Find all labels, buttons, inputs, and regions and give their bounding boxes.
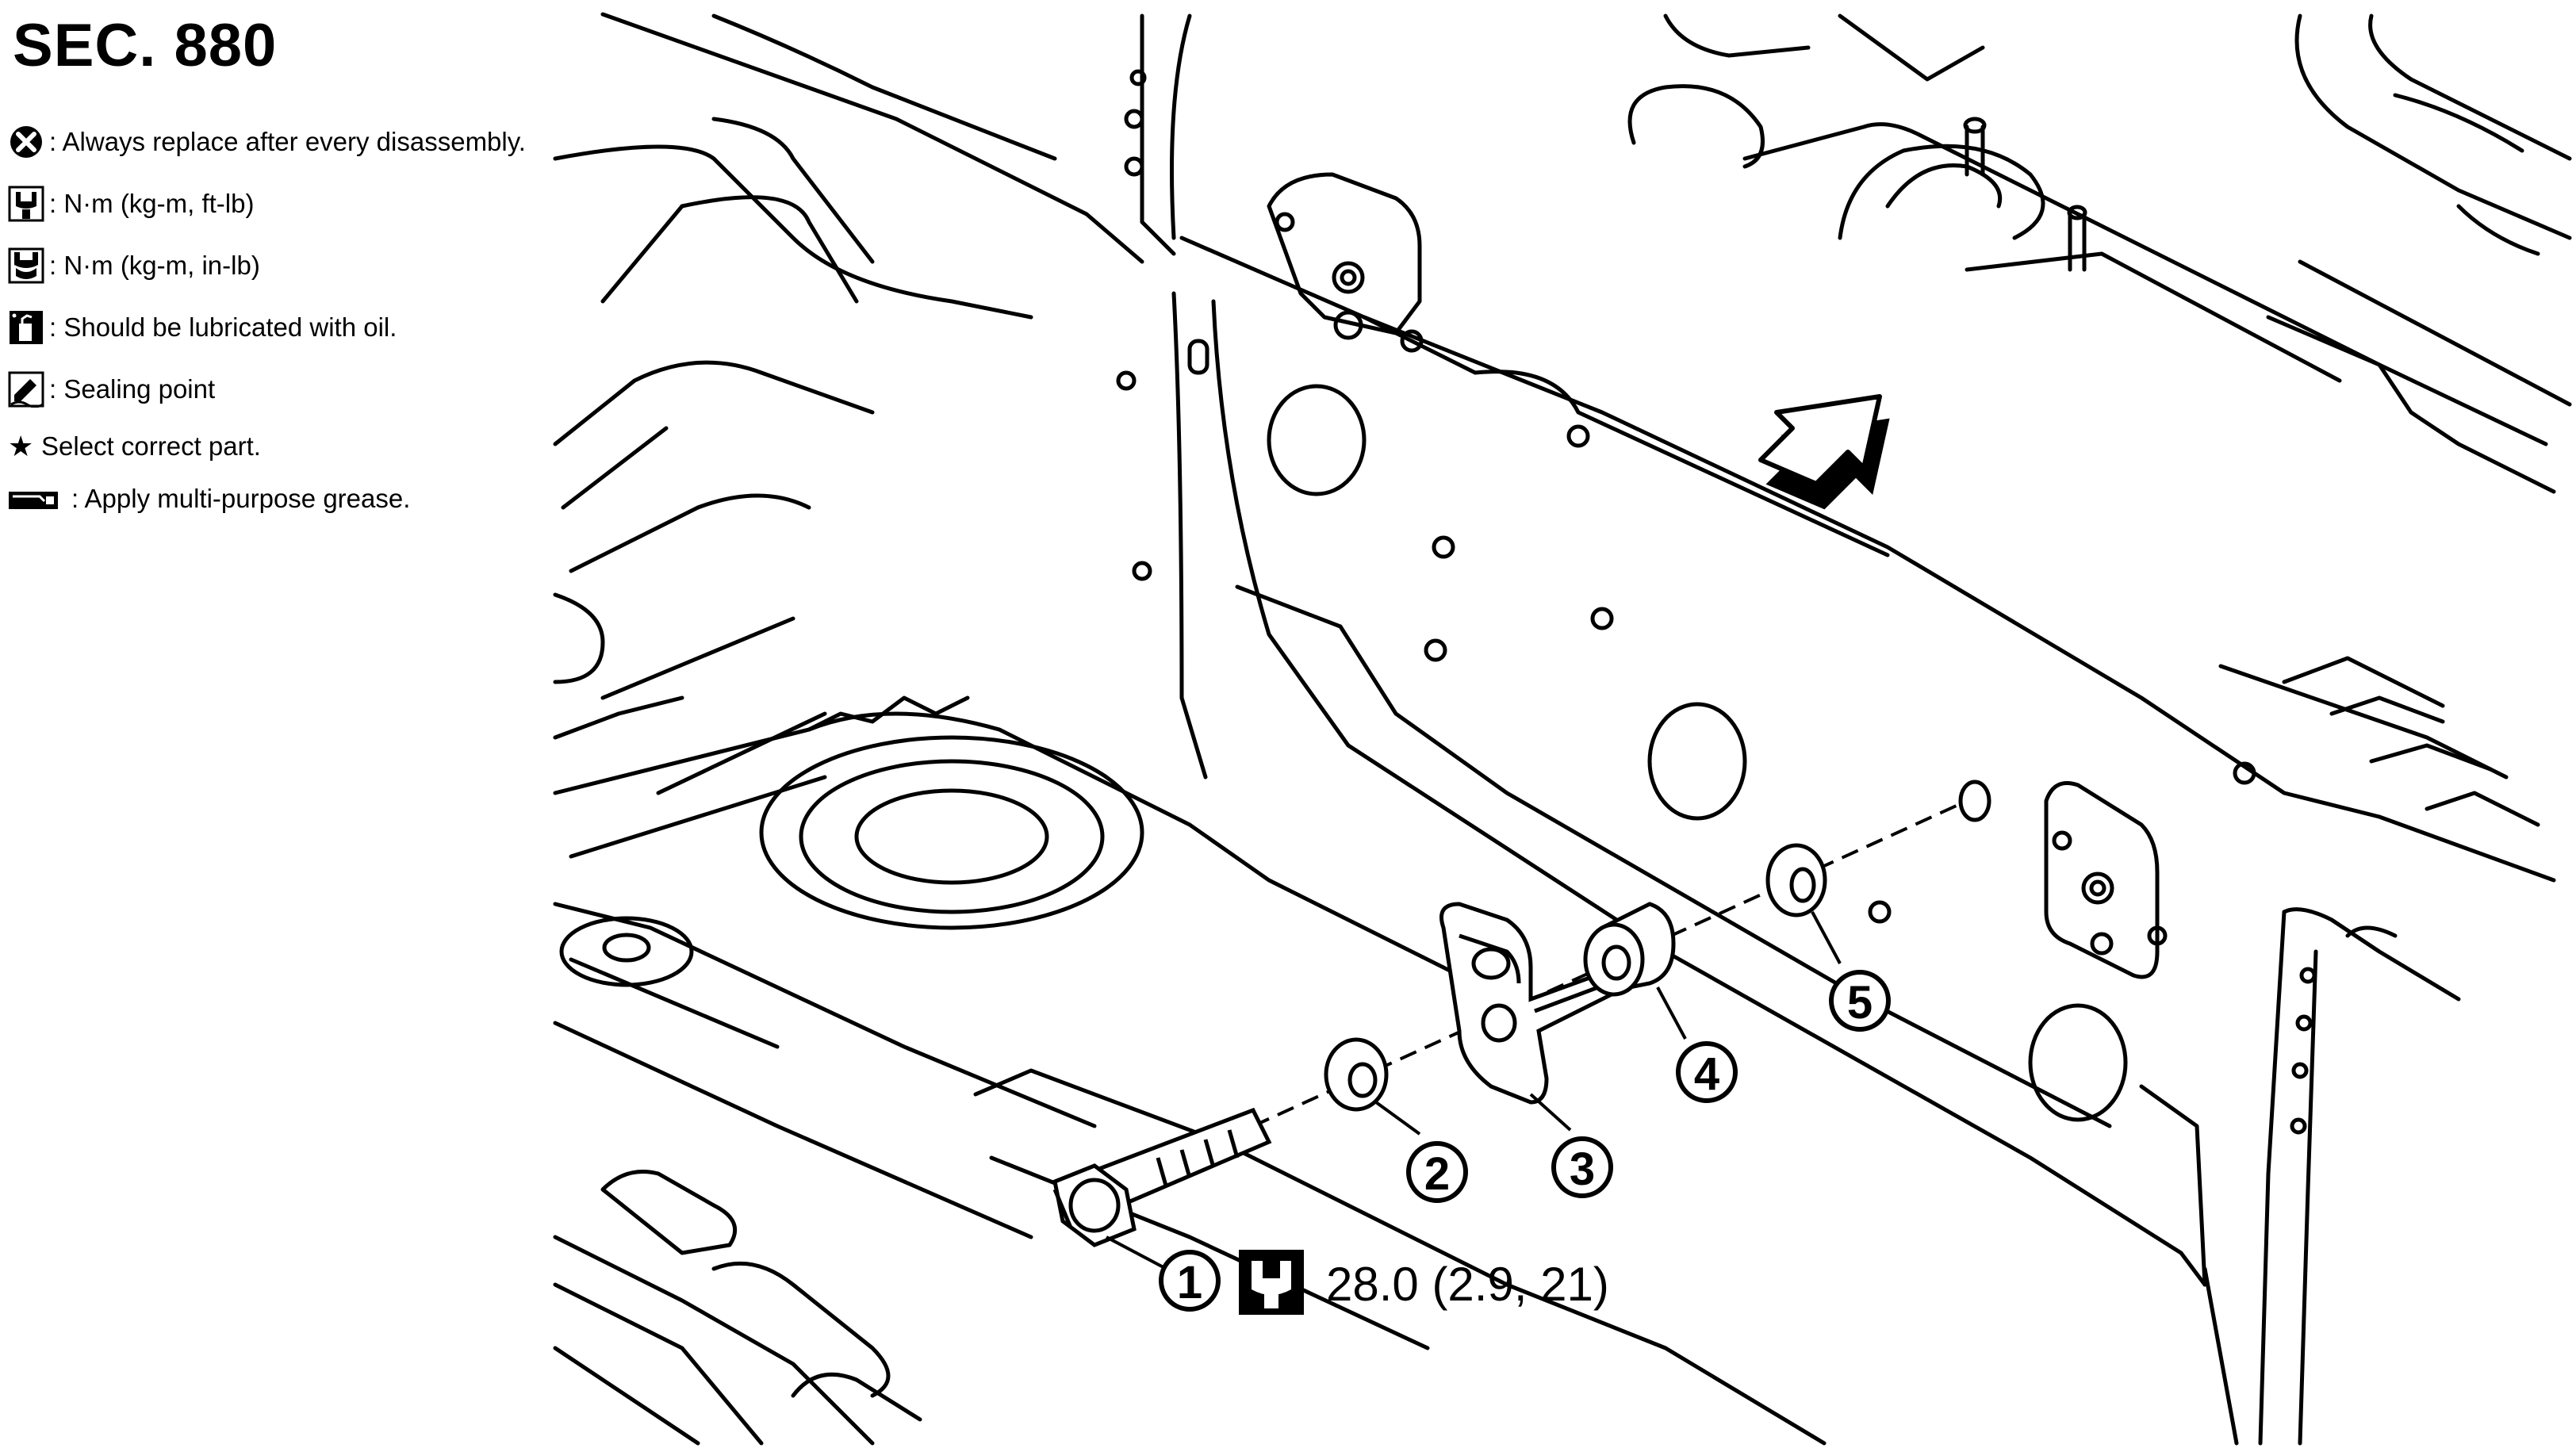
legend-item-replace: : Always replace after every disassembly… bbox=[8, 111, 563, 173]
bolt bbox=[1052, 1107, 1272, 1247]
washer-2 bbox=[1324, 1037, 1389, 1112]
mounting-bracket bbox=[1439, 902, 1638, 1105]
callout-1: 1 bbox=[1159, 1250, 1221, 1312]
legend-text: : Apply multi-purpose grease. bbox=[71, 484, 411, 513]
mounting-hole bbox=[1958, 780, 1991, 822]
callout-3: 3 bbox=[1551, 1136, 1613, 1198]
torque-value: 28.0 (2.9, 21) bbox=[1326, 1258, 1609, 1311]
callout-label: 3 bbox=[1570, 1143, 1595, 1195]
lower-floor-ribs bbox=[553, 1170, 922, 1446]
legend-item-select: ★ Select correct part. bbox=[8, 420, 563, 473]
washer-5 bbox=[1765, 843, 1827, 917]
legend-item-torque-inlb: : N·m (kg-m, in-lb) bbox=[8, 235, 563, 297]
grease-icon bbox=[9, 492, 58, 509]
upper-rail bbox=[711, 13, 1192, 256]
spare-tire-well bbox=[553, 695, 1827, 1446]
sealant-icon bbox=[8, 371, 44, 408]
torque-ftlb-icon bbox=[8, 186, 44, 222]
callout-2: 2 bbox=[1406, 1141, 1468, 1203]
callout-5: 5 bbox=[1829, 970, 1891, 1032]
torque-spec: 28.0 (2.9, 21) bbox=[1239, 1250, 1609, 1315]
legend: : Always replace after every disassembly… bbox=[8, 111, 563, 525]
legend-text: : Should be lubricated with oil. bbox=[49, 312, 397, 342]
legend-item-grease: : Apply multi-purpose grease. bbox=[8, 473, 563, 525]
rear-crossmember bbox=[1116, 172, 2556, 1287]
upper-left-panel bbox=[553, 12, 1144, 795]
callout-label: 1 bbox=[1177, 1257, 1202, 1308]
right-side-member bbox=[2202, 907, 2461, 1446]
legend-text: Select correct part. bbox=[41, 431, 261, 461]
spacer-collar bbox=[1583, 902, 1676, 997]
legend-item-sealant: : Sealing point bbox=[8, 358, 563, 420]
torque-inlb-icon bbox=[8, 247, 44, 284]
callout-label: 5 bbox=[1847, 977, 1873, 1029]
legend-item-torque-ftlb: : N·m (kg-m, ft-lb) bbox=[8, 173, 563, 235]
hardware-assembly bbox=[1052, 780, 1991, 1247]
left-floor-edge bbox=[553, 592, 684, 740]
callouts: 1 2 3 4 5 bbox=[1159, 970, 1891, 1312]
legend-text: : Sealing point bbox=[49, 374, 216, 404]
section-title: SEC. 880 bbox=[13, 12, 278, 79]
oil-can-icon bbox=[10, 311, 43, 344]
legend-text: : N·m (kg-m, ft-lb) bbox=[49, 189, 255, 218]
callout-label: 4 bbox=[1694, 1048, 1719, 1100]
upper-right-floor bbox=[1627, 13, 2572, 827]
legend-item-oil: : Should be lubricated with oil. bbox=[8, 297, 563, 358]
bumper-bracket bbox=[2044, 781, 2168, 979]
legend-text: : Always replace after every disassembly… bbox=[49, 127, 526, 156]
torque-ftlb-icon bbox=[1239, 1250, 1304, 1315]
front-direction-arrow-icon bbox=[1758, 394, 1890, 510]
legend-text: : N·m (kg-m, in-lb) bbox=[49, 251, 260, 280]
callout-label: 2 bbox=[1424, 1148, 1450, 1200]
replace-x-icon bbox=[10, 126, 42, 158]
star-icon: ★ bbox=[8, 430, 34, 462]
callout-4: 4 bbox=[1676, 1041, 1738, 1103]
